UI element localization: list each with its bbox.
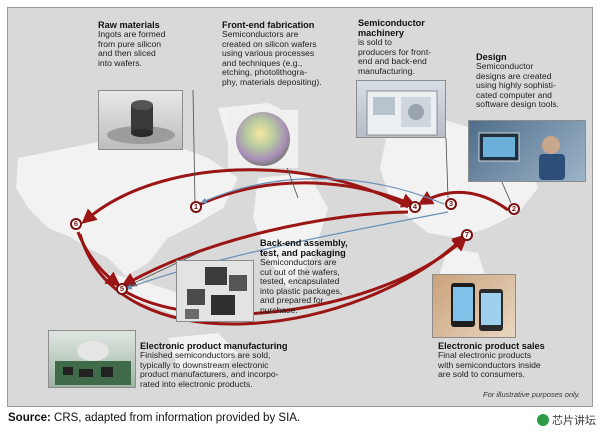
design-label: Design Semiconductor designs are created… [476, 52, 588, 110]
ingot-photo [98, 90, 183, 150]
sales-body: Final electronic products with semicondu… [438, 351, 588, 380]
asia-land [16, 138, 238, 276]
supply-chain-diagram: Raw materials Ingots are formed from pur… [7, 7, 593, 407]
design-photo [468, 120, 586, 182]
wafer-photo [228, 110, 298, 168]
node-6: 6 [70, 218, 82, 230]
node-3: 3 [445, 198, 457, 210]
sales-photo [432, 274, 516, 338]
ingot-icon [99, 91, 183, 150]
machinery-title: Semiconductor machinery [358, 18, 468, 38]
machinery-photo [356, 80, 446, 138]
machinery-label: Semiconductor machinery is sold to produ… [358, 18, 468, 76]
illustrative-note: For illustrative purposes only. [483, 390, 580, 399]
back-end-body: Semiconductors are cut out of the wafers… [260, 258, 378, 316]
machinery-body: is sold to producers for front- end and … [358, 38, 468, 76]
source-line: Source: CRS, adapted from information pr… [8, 412, 300, 424]
node-7: 7 [461, 229, 473, 241]
manufacturing-photo [48, 330, 136, 388]
source-label: Source: [8, 412, 51, 424]
phone-icon [433, 275, 516, 338]
node-5: 5 [116, 283, 128, 295]
electronic-manufacturing-body: Finished semiconductors are sold, typica… [140, 351, 330, 389]
wafer-icon [228, 110, 298, 168]
watermark-text: 芯片讲坛 [552, 412, 596, 428]
node-4: 4 [409, 201, 421, 213]
node-2: 2 [508, 203, 520, 215]
electronic-manufacturing-label: Electronic product manufacturing Finishe… [140, 341, 330, 389]
circuit-board-icon [49, 331, 136, 388]
chip-icon [177, 261, 254, 322]
design-body: Semiconductor designs are created using … [476, 62, 588, 110]
front-end-body: Semiconductors are created on silicon wa… [222, 30, 362, 88]
node-1: 1 [190, 201, 202, 213]
back-end-label: Back-end assembly, test, and packaging S… [260, 238, 378, 316]
watermark: 芯片讲坛 [537, 412, 596, 428]
raw-materials-label: Raw materials Ingots are formed from pur… [98, 20, 208, 68]
back-end-title: Back-end assembly, test, and packaging [260, 238, 378, 258]
computer-icon [469, 121, 586, 182]
raw-materials-body: Ingots are formed from pure silicon and … [98, 30, 208, 68]
machine-icon [357, 81, 446, 138]
wechat-icon [537, 414, 549, 426]
front-end-label: Front-end fabrication Semiconductors are… [222, 20, 362, 88]
chips-photo [176, 260, 254, 322]
source-text: CRS, adapted from information provided b… [54, 412, 300, 424]
sales-label: Electronic product sales Final electroni… [438, 341, 588, 380]
